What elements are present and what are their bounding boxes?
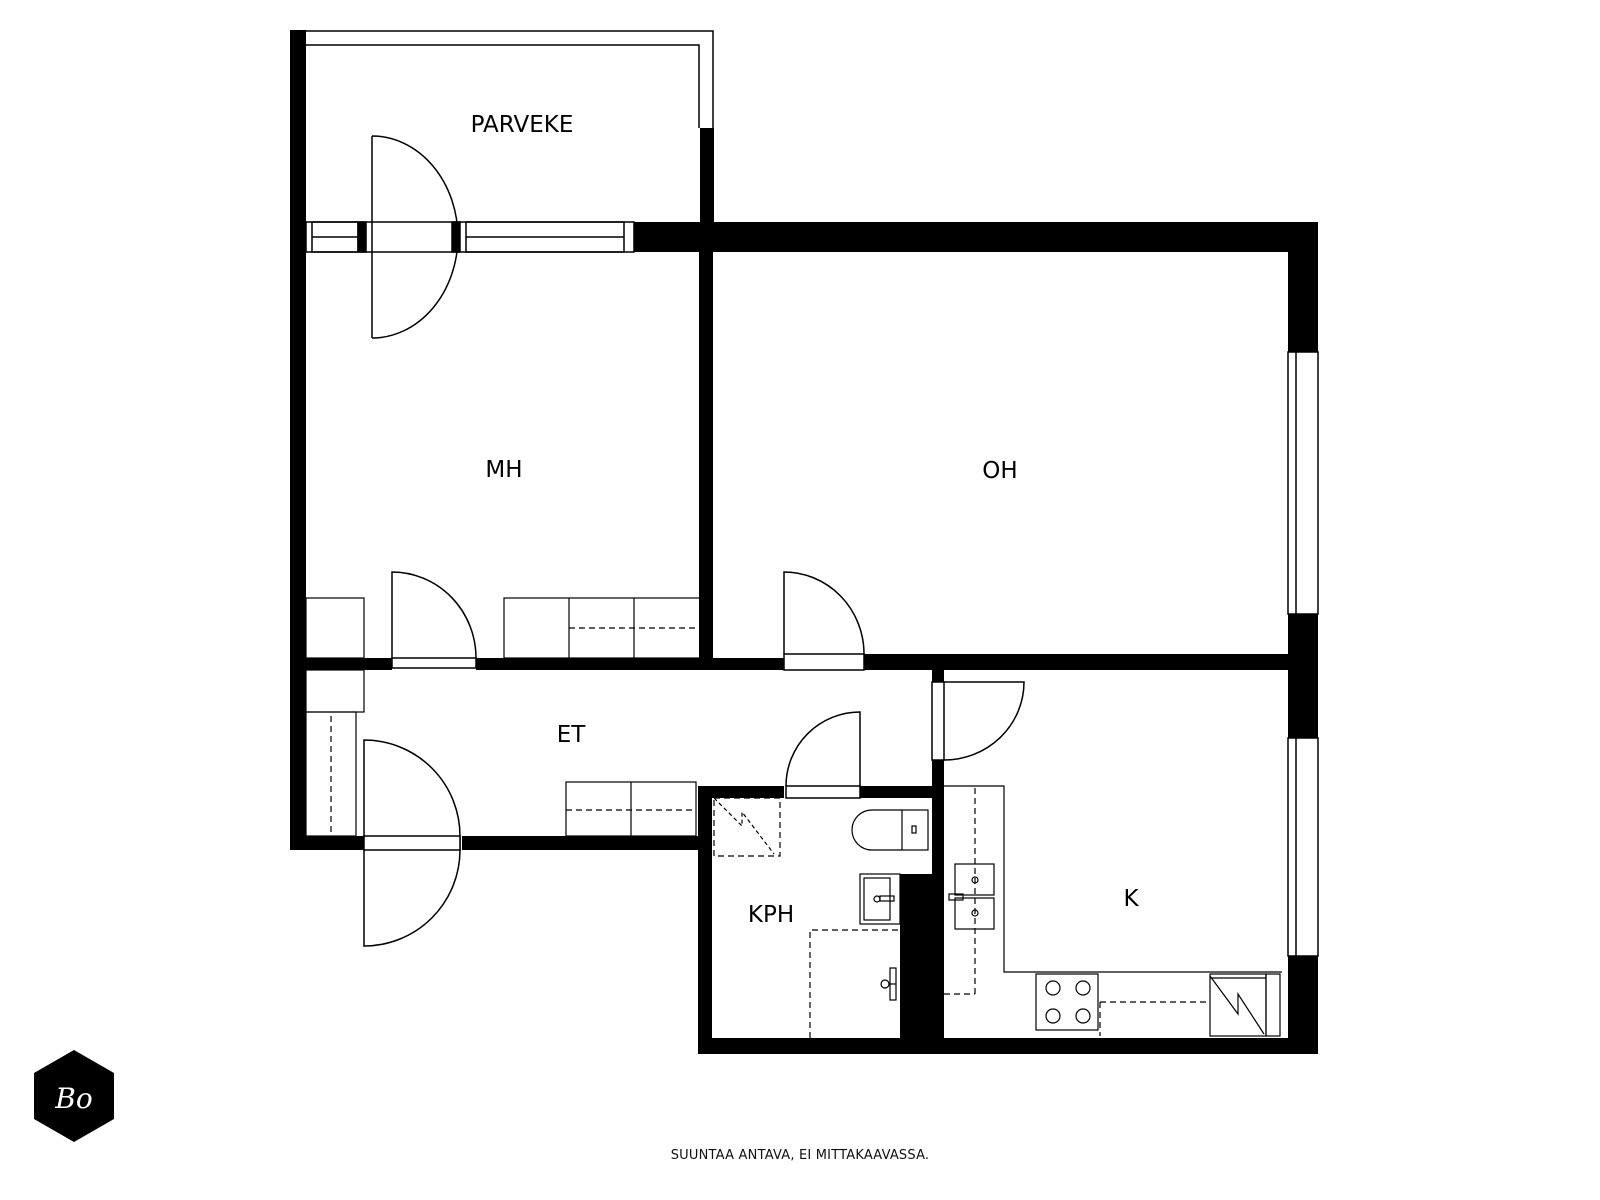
room-label-et: ET	[557, 722, 587, 748]
windows	[1287, 351, 1319, 957]
room-labels: PARVEKE MH OH ET KPH K	[471, 112, 1140, 928]
cabinets	[305, 597, 701, 837]
room-label-oh: OH	[982, 458, 1017, 484]
room-label-parveke: PARVEKE	[471, 112, 574, 138]
balcony	[305, 30, 714, 253]
walls	[290, 30, 1318, 1054]
doors	[363, 135, 1025, 947]
kitchen-fixtures	[944, 785, 1282, 1037]
room-label-kph: KPH	[748, 902, 794, 928]
room-label-mh: MH	[485, 457, 522, 483]
bathroom-fixtures	[713, 797, 929, 1038]
room-label-k: K	[1123, 886, 1139, 912]
brand-logo: Bo	[34, 1050, 114, 1142]
disclaimer-caption: SUUNTAA ANTAVA, EI MITTAKAAVASSA.	[670, 1148, 930, 1163]
brand-logo-text: Bo	[54, 1082, 92, 1115]
